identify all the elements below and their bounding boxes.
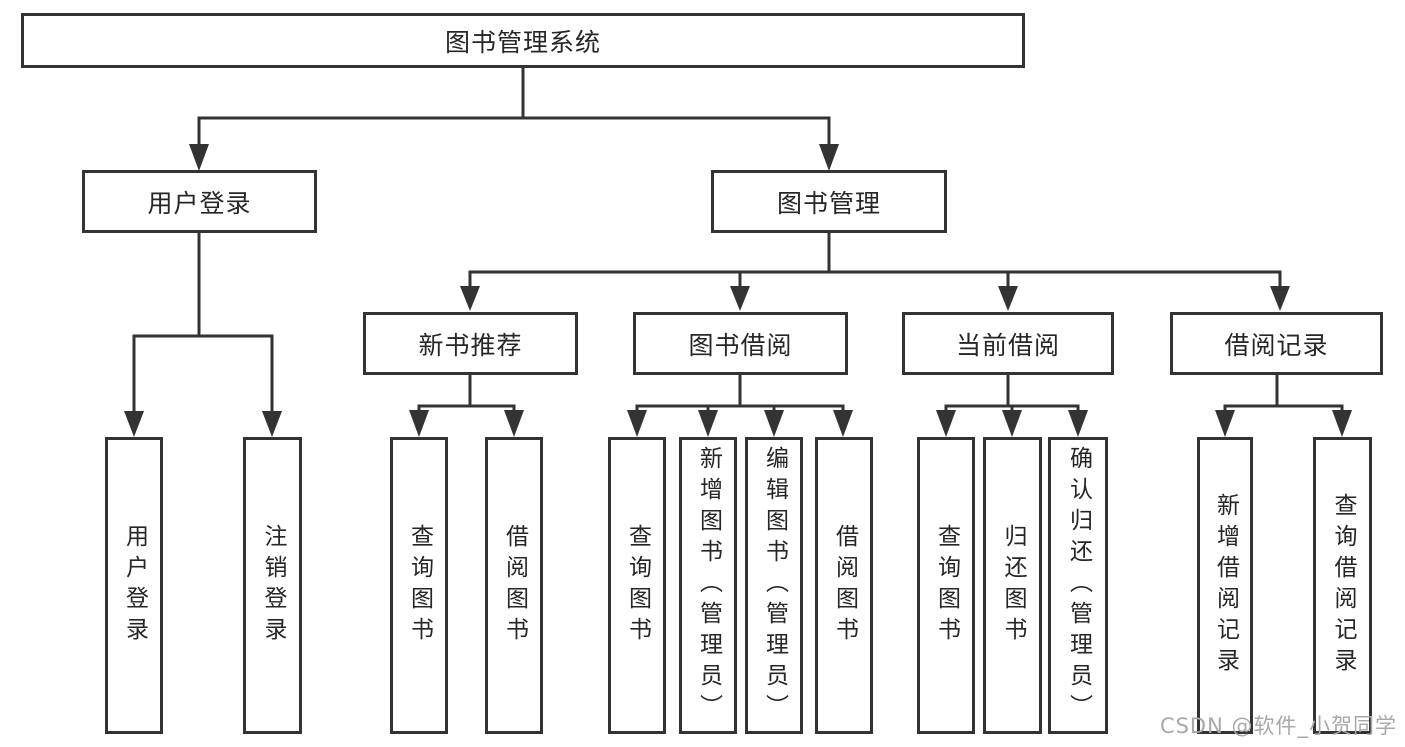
node-user-login: 用户登录 <box>82 170 317 233</box>
connector-section1-to-leaves <box>409 375 524 437</box>
leaf-current-confirm-return-admin: 确认归还（管理员） <box>1048 437 1108 734</box>
node-borrowing-records: 借阅记录 <box>1170 312 1383 375</box>
leaf-recommend-borrow-books: 借阅图书 <box>485 437 543 734</box>
connector-section4-to-leaves <box>1215 375 1352 437</box>
leaf-borrow-edit-books-admin: 编辑图书（管理员） <box>745 437 803 734</box>
node-book-management: 图书管理 <box>711 170 947 233</box>
leaf-borrow-borrow-books: 借阅图书 <box>815 437 873 734</box>
leaf-current-return-books: 归还图书 <box>983 437 1042 734</box>
watermark: CSDN @软件_小贺同学 <box>1159 714 1397 738</box>
leaf-records-query-record: 查询借阅记录 <box>1313 437 1372 734</box>
leaf-borrow-add-books-admin: 新增图书（管理员） <box>679 437 737 734</box>
node-new-book-recommendation: 新书推荐 <box>363 312 578 375</box>
node-book-borrowing: 图书借阅 <box>633 312 848 375</box>
connector-root-to-level2 <box>189 68 839 171</box>
leaf-borrow-query-books: 查询图书 <box>608 437 666 734</box>
node-root: 图书管理系统 <box>21 13 1025 68</box>
node-current-borrowing: 当前借阅 <box>902 312 1114 375</box>
connector-login-to-leaves <box>124 233 282 437</box>
leaf-recommend-query-books: 查询图书 <box>390 437 448 734</box>
connector-section3-to-leaves <box>936 375 1088 437</box>
leaf-logout: 注销登录 <box>243 437 302 734</box>
leaf-user-login: 用户登录 <box>105 437 163 734</box>
connector-section2-to-leaves <box>627 375 853 437</box>
leaf-records-add-record: 新增借阅记录 <box>1197 437 1253 734</box>
leaf-current-query-books: 查询图书 <box>917 437 975 734</box>
connector-mgmt-to-sections <box>460 233 1290 311</box>
